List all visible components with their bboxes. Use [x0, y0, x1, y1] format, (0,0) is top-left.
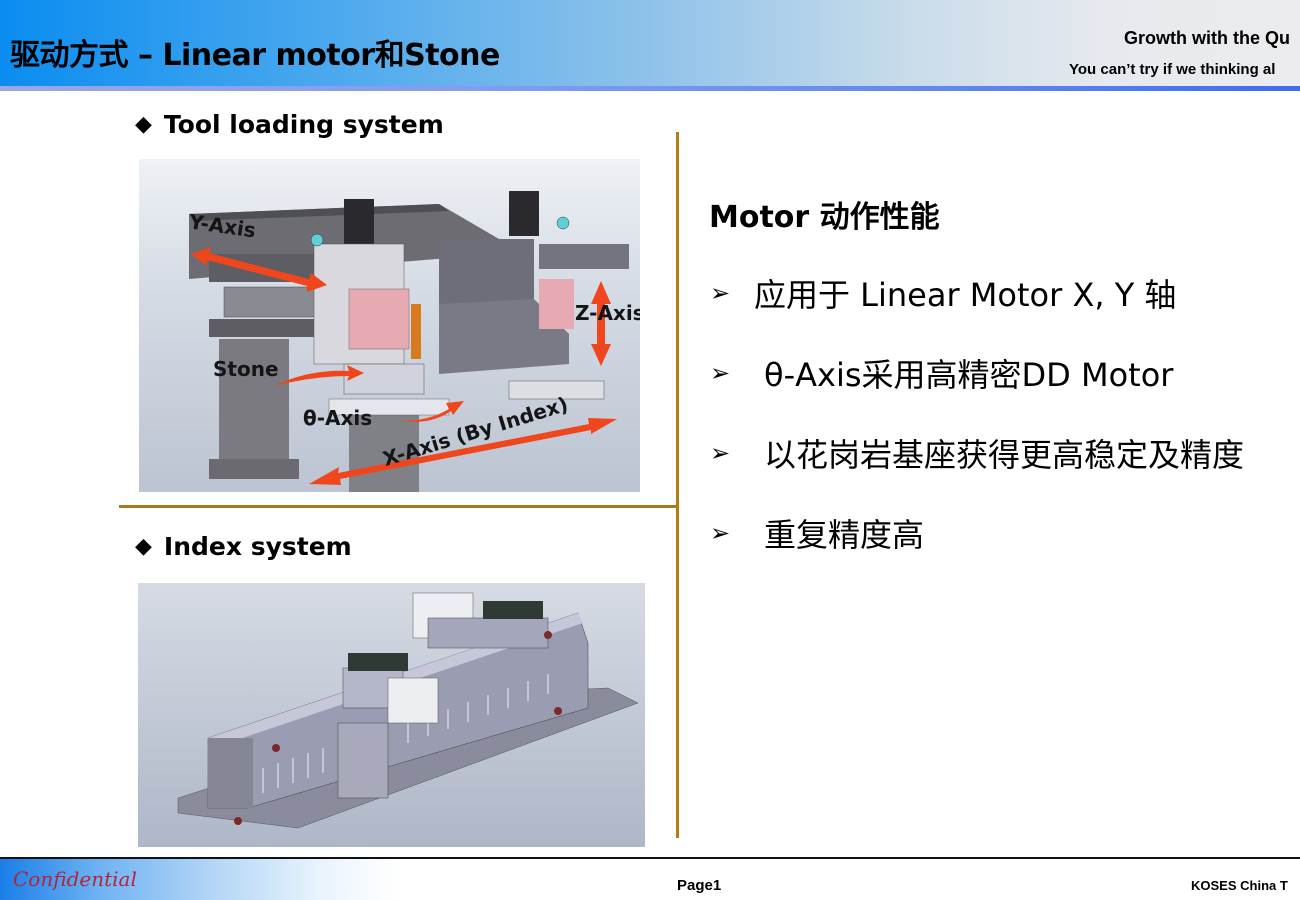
- bullet-text: θ-Axis采用高精密DD Motor: [764, 356, 1174, 394]
- tool-loading-drawing: [189, 191, 629, 492]
- header-bar: [0, 0, 1300, 86]
- carriage-rear: [427, 617, 549, 649]
- bullet-text: 应用于 Linear Motor X, Y 轴: [754, 276, 1177, 314]
- theta-arrow-left: [274, 365, 364, 386]
- linear-motor-coil: [223, 286, 325, 318]
- label-theta-axis: θ-Axis: [303, 406, 373, 430]
- slogan-line-1: Growth with the Qu: [1124, 28, 1290, 48]
- indicator-light-right: [556, 216, 570, 230]
- carriage-lower: [337, 722, 389, 799]
- header-accent-strip: [0, 86, 1300, 91]
- bolt: [554, 707, 562, 715]
- axis-arrows: [191, 247, 617, 485]
- bolt: [234, 817, 242, 825]
- label-z-axis: Z-Axis: [575, 301, 640, 325]
- horizontal-divider: [119, 505, 679, 508]
- section-heading-tool-loading: ◆ Tool loading system: [135, 110, 444, 139]
- label-stone: Stone: [213, 357, 279, 381]
- motor-left: [344, 199, 374, 244]
- footer-gradient-band: [0, 859, 400, 900]
- bullet-text: 重复精度高: [764, 516, 925, 554]
- right-arm: [539, 244, 629, 269]
- confidential-label: Confidential: [13, 867, 137, 891]
- motor-right: [509, 191, 539, 236]
- stone-pillar-base: [209, 459, 299, 479]
- dd-motor-left: [348, 288, 410, 350]
- section-heading-text: Tool loading system: [163, 110, 444, 139]
- y-axis-arrow: [191, 247, 327, 292]
- tool-loading-figure: Y-Axis Z-Axis Stone θ-Axis X-Axis (By In…: [139, 159, 640, 492]
- index-system-figure: [138, 583, 645, 847]
- slogan-line-2: You can’t try if we thinking al: [1069, 61, 1276, 78]
- diamond-icon: ◆: [135, 112, 152, 137]
- section-heading-text: Index system: [163, 532, 352, 561]
- arrowhead-icon: ➢: [710, 279, 731, 307]
- bolt: [272, 744, 280, 752]
- bullet-item: ➢ 应用于 Linear Motor X, Y 轴: [710, 270, 1176, 316]
- end-block: [208, 738, 253, 808]
- theta-stage: [343, 363, 425, 395]
- arrowhead-icon: ➢: [710, 519, 731, 547]
- z-axis-arrow: [591, 281, 611, 366]
- motor-block-front: [387, 677, 439, 724]
- vertical-divider: [676, 132, 679, 838]
- page-number: Page1: [677, 877, 722, 894]
- rail-plate-lower: [209, 319, 329, 337]
- arrowhead-icon: ➢: [710, 439, 731, 467]
- linear-motor-magnet-rear: [483, 601, 543, 619]
- motor-performance-heading: Motor 动作性能: [709, 200, 940, 235]
- bullet-item: ➢ 重复精度高: [710, 510, 924, 556]
- stone-pillar-left: [219, 339, 289, 474]
- bullet-item: ➢ θ-Axis采用高精密DD Motor: [710, 350, 1173, 396]
- gantry-beam-top: [189, 204, 449, 221]
- housing-lower: [439, 299, 569, 374]
- footer-rule: [0, 857, 1300, 859]
- right-stage: [508, 380, 605, 400]
- linear-motor-magnet-front: [348, 653, 408, 671]
- theta-arrow-right: [401, 401, 464, 422]
- arrowhead-icon: ➢: [710, 359, 731, 387]
- indicator-light-left: [310, 233, 324, 247]
- diamond-icon: ◆: [135, 534, 152, 559]
- company-name: KOSES China T: [1191, 878, 1288, 893]
- section-heading-index: ◆ Index system: [135, 532, 352, 561]
- x-axis-arrow: [309, 418, 617, 485]
- index-system-drawing: [177, 592, 639, 829]
- slide-title: 驱动方式 – Linear motor和Stone: [10, 38, 500, 73]
- dd-motor-right: [539, 279, 574, 329]
- bullet-item: ➢ 以花岗岩基座获得更高稳定及精度: [710, 430, 1244, 476]
- orange-plate: [411, 304, 421, 359]
- stone-pillar-center: [349, 404, 419, 492]
- housing-upper: [439, 239, 534, 304]
- bolt: [544, 631, 552, 639]
- bullet-text: 以花岗岩基座获得更高稳定及精度: [764, 436, 1245, 474]
